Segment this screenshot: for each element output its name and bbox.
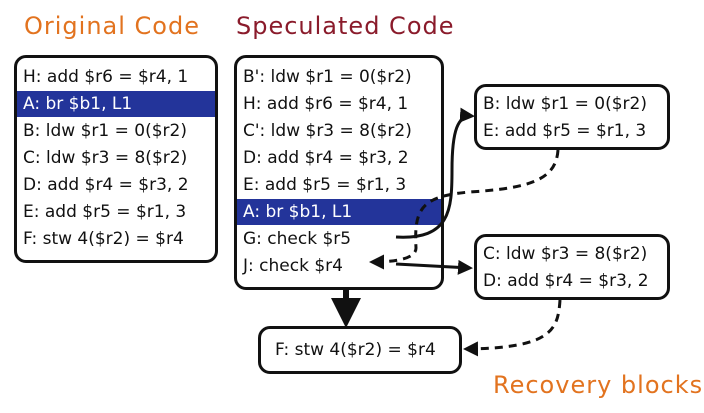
speculated-code-block: B': ldw $r1 = 0($r2) H: add $r6 = $r4, 1… (234, 55, 444, 290)
original-line-f: F: stw 4($r2) = $r4 (23, 229, 184, 249)
original-line-a: A: br $b1, L1 (17, 91, 215, 117)
recovery1-line-e: E: add $r5 = $r1, 3 (483, 121, 647, 141)
arrow-check-r4-to-recovery2 (395, 259, 473, 275)
original-line-h: H: add $r6 = $r4, 1 (23, 67, 189, 87)
original-line-d: D: add $r4 = $r3, 2 (23, 175, 189, 195)
original-code-block: H: add $r6 = $r4, 1 A: br $b1, L1 B: ldw… (14, 55, 218, 263)
speculated-line-e: E: add $r5 = $r1, 3 (243, 175, 407, 195)
final-block: F: stw 4($r2) = $r4 (258, 326, 462, 374)
speculated-line-b-prime: B': ldw $r1 = 0($r2) (243, 67, 412, 87)
speculated-code-title: Speculated Code (236, 12, 455, 40)
original-line-c: C: ldw $r3 = 8($r2) (23, 148, 188, 168)
speculated-line-a: A: br $b1, L1 (237, 199, 441, 225)
original-line-e: E: add $r5 = $r1, 3 (23, 202, 187, 222)
speculated-line-g: G: check $r5 (243, 229, 352, 249)
arrow-recovery2-to-final (463, 299, 562, 357)
arrow-check-r5-to-recovery1 (395, 107, 475, 239)
arrow-recovery1-return (369, 149, 560, 270)
recovery-blocks-title: Recovery blocks (493, 371, 704, 399)
recovery1-line-b: B: ldw $r1 = 0($r2) (483, 94, 647, 114)
speculated-line-d: D: add $r4 = $r3, 2 (243, 148, 409, 168)
speculated-line-c-prime: C': ldw $r3 = 8($r2) (243, 121, 412, 141)
recovery2-line-d: D: add $r4 = $r3, 2 (483, 271, 649, 291)
final-line-f: F: stw 4($r2) = $r4 (275, 340, 436, 360)
recovery-block-2: C: ldw $r3 = 8($r2) D: add $r4 = $r3, 2 (474, 234, 670, 300)
speculated-line-j: J: check $r4 (243, 256, 343, 276)
recovery-block-1: B: ldw $r1 = 0($r2) E: add $r5 = $r1, 3 (474, 84, 670, 150)
speculated-line-h: H: add $r6 = $r4, 1 (243, 94, 409, 114)
original-line-b: B: ldw $r1 = 0($r2) (23, 121, 187, 141)
original-code-title: Original Code (24, 12, 200, 40)
recovery2-line-c: C: ldw $r3 = 8($r2) (483, 244, 648, 264)
